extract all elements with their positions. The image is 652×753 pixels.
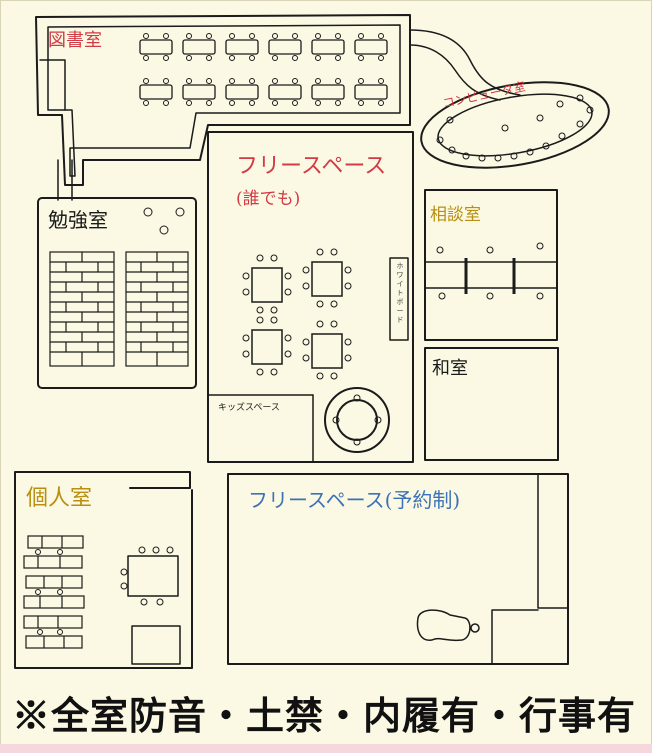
reserved-space-outline — [227, 473, 569, 665]
library-label: 図書室 — [48, 30, 102, 51]
free-space-outline — [207, 131, 414, 463]
free-space-note: (誰でも) — [236, 189, 301, 209]
library-outline — [35, 14, 411, 186]
bottom-strip — [0, 744, 652, 753]
study-room-label: 勉強室 — [48, 208, 108, 232]
study-room-outline — [37, 197, 197, 389]
kids-space-label: キッズスペース — [218, 403, 280, 413]
japanese-room-outline — [424, 347, 559, 461]
counseling-room-label: 相談室 — [430, 205, 481, 225]
free-space-label: フリースペース — [236, 154, 387, 179]
side-box-label: ホワイトボード — [396, 262, 404, 324]
reserved-space-label: フリースペース(予約制) — [248, 488, 461, 512]
private-room-label: 個人室 — [26, 486, 93, 511]
counseling-room-outline — [424, 189, 558, 341]
private-room-outline — [14, 471, 193, 669]
japanese-room-label: 和室 — [432, 358, 468, 379]
computer-room-outline — [420, 81, 610, 169]
footer-note: ※全室防音・土禁・内履有・行事有 — [12, 693, 637, 738]
